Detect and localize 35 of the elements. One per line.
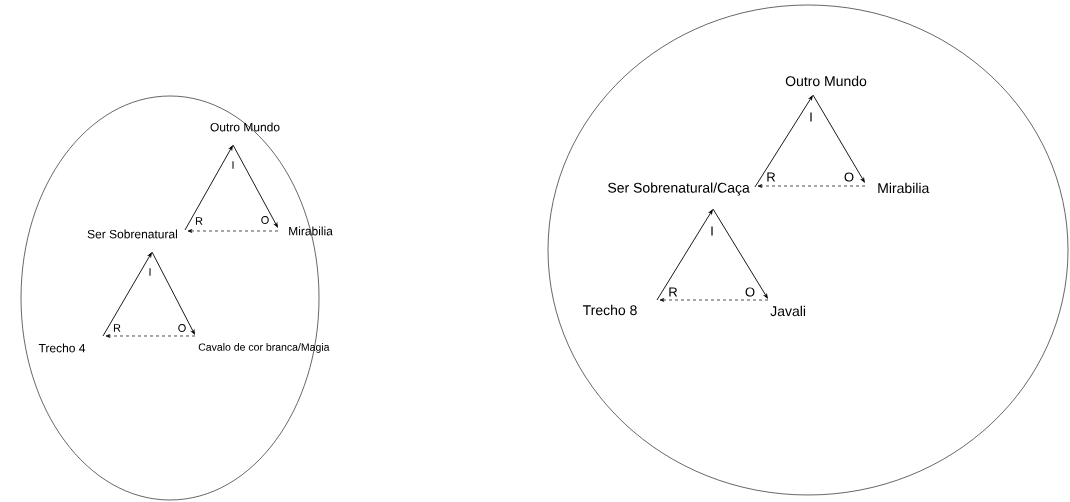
vertex-label: Trecho 4 — [38, 343, 86, 353]
arrow — [812, 94, 865, 183]
arrow — [187, 229, 279, 233]
arrow — [754, 95, 813, 188]
arrow — [656, 209, 713, 301]
angle-label: O — [178, 324, 186, 332]
arrow — [659, 298, 769, 302]
vertex-label: Ser Sobrenatural/Caça — [608, 182, 750, 196]
vertex-label: Outro Mundo — [785, 75, 867, 87]
arrow — [102, 252, 152, 337]
vertex-label: Mirabilia — [878, 182, 930, 194]
arrow — [184, 145, 233, 231]
circle-outline — [547, 4, 1069, 496]
angle-label: R — [669, 287, 678, 297]
angle-label: O — [844, 172, 854, 182]
angle-label: O — [745, 287, 755, 297]
arrow — [105, 334, 196, 338]
arrow — [757, 184, 866, 188]
vertex-label: Ser Sobrenatural — [87, 229, 177, 239]
angle-label: R — [195, 217, 203, 225]
vertex-label: Cavalo de cor branca/Magia — [198, 343, 330, 353]
vertex-label: Javali — [770, 305, 806, 317]
angle-label: I — [232, 161, 234, 169]
angle-label: O — [261, 216, 269, 224]
angle-label: I — [711, 226, 713, 236]
angle-label: R — [113, 324, 121, 332]
vertex-label: Mirabilia — [289, 226, 333, 236]
arrow — [232, 144, 278, 228]
vertex-label: Trecho 8 — [582, 304, 637, 316]
arrow — [151, 251, 195, 335]
vertex-label: Outro Mundo — [210, 122, 280, 132]
arrow — [712, 208, 768, 299]
angle-label: I — [810, 112, 812, 122]
angle-label: I — [149, 268, 151, 276]
angle-label: R — [767, 172, 776, 182]
